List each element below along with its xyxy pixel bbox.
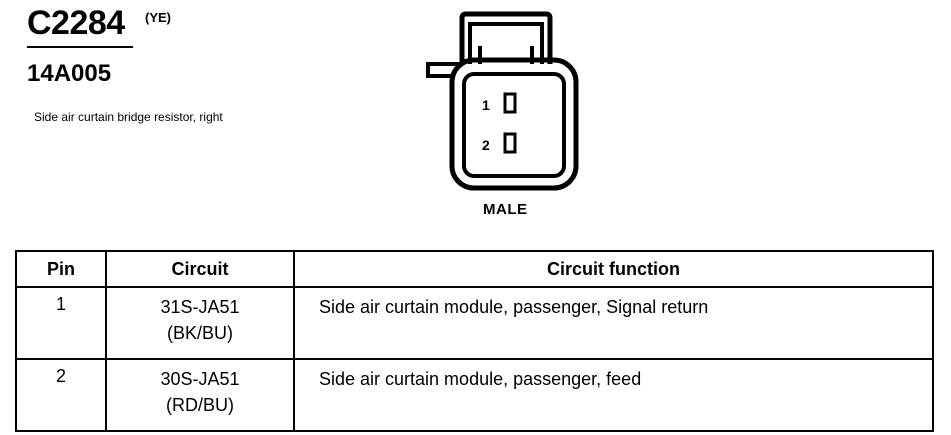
part-number: 14A005 bbox=[27, 60, 112, 87]
connector-id: C2284 bbox=[27, 4, 125, 42]
pin-cell: 1 bbox=[15, 286, 107, 360]
pin-cavity-2 bbox=[503, 132, 517, 154]
circuit-number: 30S-JA51 bbox=[160, 369, 240, 389]
header-circuit-function: Circuit function bbox=[293, 250, 934, 288]
connector-body-inner bbox=[462, 72, 566, 178]
circuit-function-cell: Side air curtain module, passenger, feed bbox=[293, 358, 934, 432]
circuit-function-text: Side air curtain module, passenger, Sign… bbox=[319, 297, 709, 317]
color-code: (YE) bbox=[145, 10, 171, 25]
circuit-function-cell: Side air curtain module, passenger, Sign… bbox=[293, 286, 934, 360]
pin-cavity-1 bbox=[503, 92, 517, 114]
connector-latch bbox=[459, 11, 553, 64]
circuit-cell: 30S-JA51 (RD/BU) bbox=[105, 358, 295, 432]
pin-cell: 2 bbox=[15, 358, 107, 432]
pin-label-2: 2 bbox=[482, 137, 490, 153]
circuit-number: 31S-JA51 bbox=[160, 297, 240, 317]
connector-latch-inner bbox=[468, 22, 544, 64]
wire-color: (BK/BU) bbox=[166, 323, 233, 343]
connector-gender-label: MALE bbox=[483, 201, 528, 218]
circuit-cell: 31S-JA51 (BK/BU) bbox=[105, 286, 295, 360]
connector-description: Side air curtain bridge resistor, right bbox=[34, 110, 223, 124]
table-row: 1 31S-JA51 (BK/BU) Side air curtain modu… bbox=[15, 286, 934, 360]
title-underline bbox=[27, 46, 133, 48]
connector-body-outer bbox=[449, 57, 579, 191]
header-circuit: Circuit bbox=[105, 250, 295, 288]
connector-side-key bbox=[426, 62, 462, 78]
table-header-row: Pin Circuit Circuit function bbox=[15, 250, 934, 288]
connector-face-diagram: 1 2 bbox=[426, 11, 579, 191]
pin-label-1: 1 bbox=[482, 97, 490, 113]
header-pin: Pin bbox=[15, 250, 107, 288]
pinout-table: Pin Circuit Circuit function 1 31S-JA51 … bbox=[15, 250, 934, 432]
wire-color: (RD/BU) bbox=[166, 395, 234, 415]
circuit-function-text: Side air curtain module, passenger, feed bbox=[319, 369, 642, 389]
table-row: 2 30S-JA51 (RD/BU) Side air curtain modu… bbox=[15, 358, 934, 432]
